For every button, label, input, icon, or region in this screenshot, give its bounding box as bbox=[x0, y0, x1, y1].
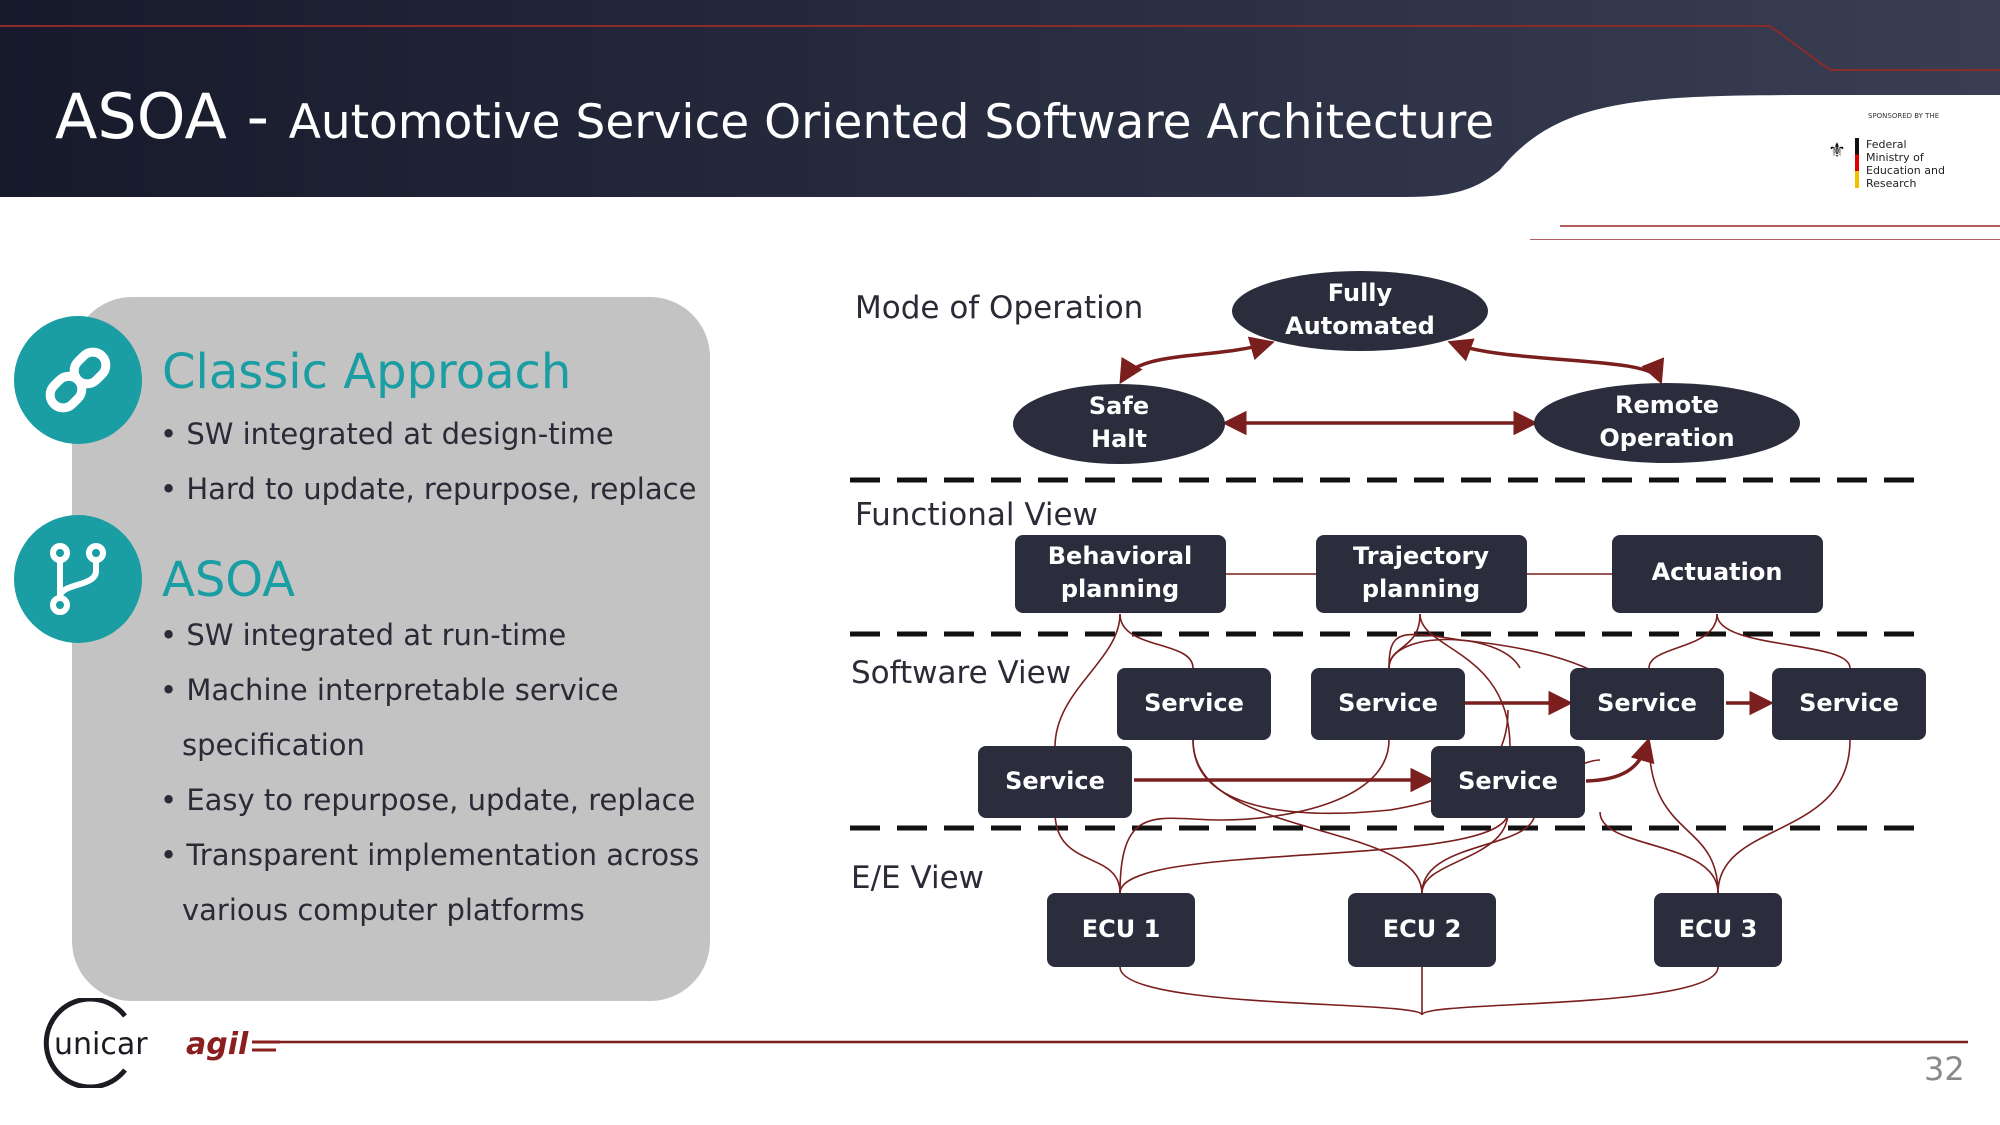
svg-text:Automated: Automated bbox=[1285, 312, 1435, 340]
service-node: Service bbox=[1311, 668, 1465, 740]
title-sub: Automotive Service Oriented Software Arc… bbox=[288, 95, 1495, 150]
asoa-bullet-1: • SW integrated at run-time bbox=[160, 618, 567, 652]
label-mode-of-operation: Mode of Operation bbox=[855, 290, 1144, 326]
svg-text:Service: Service bbox=[1144, 689, 1244, 717]
asoa-heading: ASOA bbox=[162, 552, 296, 608]
function-behavioral-planning: Behavioral planning bbox=[1015, 535, 1226, 613]
title-main: ASOA - bbox=[55, 80, 289, 153]
header-banner bbox=[0, 0, 2000, 240]
section-dividers bbox=[850, 477, 1925, 831]
svg-text:Service: Service bbox=[1005, 767, 1105, 795]
svg-text:planning: planning bbox=[1061, 575, 1179, 603]
service-node: Service bbox=[1431, 746, 1585, 818]
function-trajectory-planning: Trajectory planning bbox=[1316, 535, 1527, 613]
svg-text:Service: Service bbox=[1338, 689, 1438, 717]
svg-text:ECU 2: ECU 2 bbox=[1383, 915, 1462, 943]
mode-safe-halt: Safe Halt bbox=[1013, 384, 1225, 464]
svg-text:Operation: Operation bbox=[1599, 424, 1734, 452]
svg-text:agil: agil bbox=[186, 1027, 249, 1062]
svg-text:Trajectory: Trajectory bbox=[1353, 542, 1489, 570]
mode-fully-automated: Fully Automated bbox=[1232, 271, 1488, 351]
page-number: 32 bbox=[1924, 1050, 1965, 1088]
function-actuation: Actuation bbox=[1612, 535, 1823, 613]
approach-panel bbox=[72, 297, 710, 1001]
svg-text:unicar: unicar bbox=[54, 1027, 148, 1062]
svg-text:ECU 3: ECU 3 bbox=[1679, 915, 1758, 943]
link-chain-icon bbox=[45, 347, 111, 413]
classic-bullet-2: • Hard to update, repurpose, replace bbox=[160, 472, 697, 506]
asoa-bullet-2: • Machine interpretable service bbox=[160, 673, 619, 707]
service-node: Service bbox=[978, 746, 1132, 818]
service-node: Service bbox=[1117, 668, 1271, 740]
flow-arrows bbox=[1119, 336, 1774, 793]
svg-text:Safe: Safe bbox=[1089, 392, 1149, 420]
mode-remote-operation: Remote Operation bbox=[1534, 383, 1800, 463]
label-ee-view: E/E View bbox=[851, 860, 985, 896]
label-software-view: Software View bbox=[851, 655, 1072, 691]
asoa-bullet-2-cont: specification bbox=[182, 728, 365, 762]
ecu-3: ECU 3 bbox=[1654, 893, 1782, 967]
svg-text:ECU 1: ECU 1 bbox=[1082, 915, 1161, 943]
classic-bullet-1: • SW integrated at design-time bbox=[160, 417, 614, 451]
service-node: Service bbox=[1772, 668, 1926, 740]
svg-text:Service: Service bbox=[1458, 767, 1558, 795]
classic-icon-circle bbox=[14, 316, 142, 444]
label-functional-view: Functional View bbox=[855, 497, 1098, 533]
sponsor-name: Federal Ministry of Education and Resear… bbox=[1866, 138, 1945, 190]
asoa-icon-circle bbox=[14, 515, 142, 643]
svg-text:Fully: Fully bbox=[1328, 279, 1393, 307]
svg-text:planning: planning bbox=[1362, 575, 1480, 603]
svg-text:Behavioral: Behavioral bbox=[1048, 542, 1192, 570]
svg-text:Remote: Remote bbox=[1615, 391, 1719, 419]
unicaragil-logo: unicar agil bbox=[43, 998, 280, 1088]
classic-heading: Classic Approach bbox=[162, 344, 572, 400]
branch-icon bbox=[50, 543, 106, 615]
slide-title: ASOA - Automotive Service Oriented Softw… bbox=[55, 80, 1494, 153]
service-node: Service bbox=[1570, 668, 1724, 740]
asoa-bullet-4-cont: various computer platforms bbox=[182, 893, 585, 927]
ecu-2: ECU 2 bbox=[1348, 893, 1496, 967]
flag-bar-icon bbox=[1855, 138, 1859, 188]
sponsor-badge: SPONSORED BY THE ⚜ Federal Ministry of E… bbox=[1818, 104, 1950, 210]
asoa-bullet-4: • Transparent implementation across bbox=[160, 838, 700, 872]
sponsor-tag: SPONSORED BY THE bbox=[1868, 112, 1940, 120]
asoa-bullet-3: • Easy to repurpose, update, replace bbox=[160, 783, 696, 817]
svg-text:Service: Service bbox=[1597, 689, 1697, 717]
svg-text:Service: Service bbox=[1799, 689, 1899, 717]
svg-text:Actuation: Actuation bbox=[1652, 558, 1783, 586]
eagle-icon: ⚜ bbox=[1828, 138, 1846, 162]
ecu-1: ECU 1 bbox=[1047, 893, 1195, 967]
svg-text:Halt: Halt bbox=[1091, 425, 1147, 453]
